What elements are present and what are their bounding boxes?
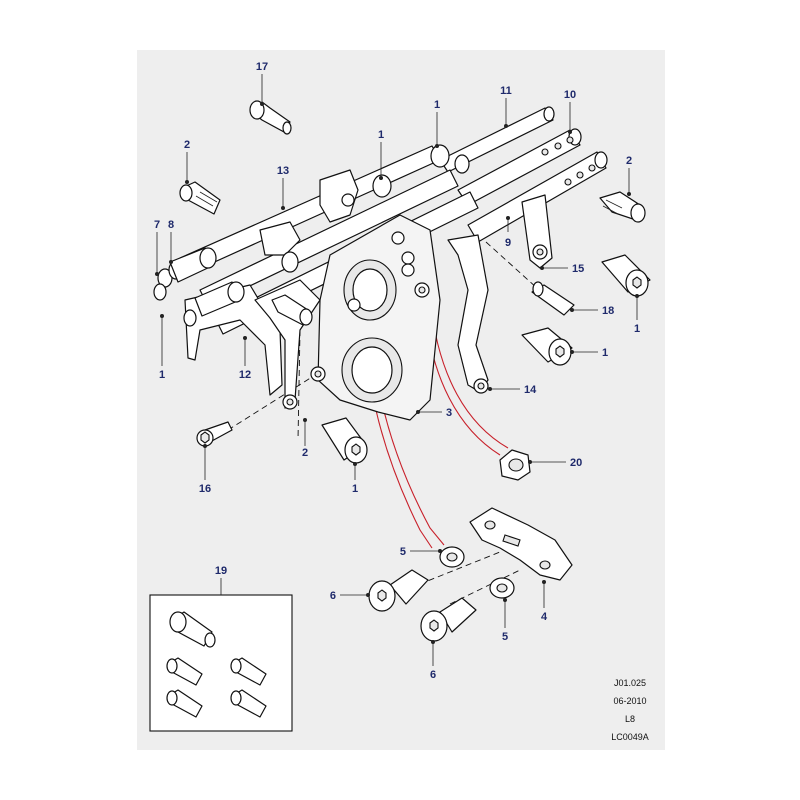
callout-10: 10 xyxy=(564,89,576,101)
bushings xyxy=(310,193,361,382)
callout-1-top: 1 xyxy=(434,99,440,111)
callout-6-left: 6 xyxy=(330,590,336,602)
callout-18: 18 xyxy=(602,305,614,317)
stud-2-left xyxy=(179,181,221,215)
reference-sheet: L8 xyxy=(625,714,635,724)
callout-7: 7 xyxy=(154,219,160,231)
washer-5-upper xyxy=(439,546,465,568)
callout-labels: 17 1 11 10 1 2 13 2 7 8 9 15 18 1 1 1 12… xyxy=(154,61,640,681)
callout-13: 13 xyxy=(277,165,289,177)
reference-date: 06-2010 xyxy=(613,696,646,706)
callout-2-right: 2 xyxy=(626,155,632,167)
kit-pin-large xyxy=(169,611,216,648)
kit-stud-3 xyxy=(166,689,203,718)
callout-1-left: 1 xyxy=(159,369,165,381)
callout-1-upper: 1 xyxy=(378,129,384,141)
callout-3: 3 xyxy=(446,407,452,419)
shaft-ends xyxy=(153,144,470,327)
callout-2-left: 2 xyxy=(184,139,190,151)
washer-5-lower xyxy=(489,577,515,599)
callout-17: 17 xyxy=(256,61,268,73)
reference-drawing: LC0049A xyxy=(611,732,649,742)
plate-4 xyxy=(469,507,573,581)
stud-2-right xyxy=(599,191,646,223)
kit-stud-2 xyxy=(230,657,267,686)
kit-stud-1 xyxy=(166,657,203,686)
reference-code: J01.025 xyxy=(614,678,646,688)
pin-18 xyxy=(531,281,575,316)
bolt-1-right-upper xyxy=(601,254,651,297)
reference-block: J01.025 06-2010 L8 LC0049A xyxy=(611,678,649,742)
kit-box-19 xyxy=(149,594,293,732)
callout-2-middle: 2 xyxy=(302,447,308,459)
kit-stud-4 xyxy=(230,689,267,718)
leader-lines xyxy=(155,74,639,666)
callout-15: 15 xyxy=(572,263,584,275)
screw-16 xyxy=(196,421,233,447)
callout-16: 16 xyxy=(199,483,211,495)
callout-9: 9 xyxy=(505,237,511,249)
bolt-1-right-lower xyxy=(521,327,573,366)
callout-5-upper: 5 xyxy=(400,546,406,558)
bolt-6-right xyxy=(420,597,477,642)
callout-11: 11 xyxy=(500,85,512,97)
callout-1-right-lower: 1 xyxy=(602,347,608,359)
callout-4: 4 xyxy=(541,611,548,623)
stud-2-middle xyxy=(271,294,313,326)
callout-20: 20 xyxy=(570,457,582,469)
callout-6-bottom: 6 xyxy=(430,669,436,681)
main-housing xyxy=(317,214,441,421)
bolt-6-left xyxy=(368,569,429,612)
callout-8: 8 xyxy=(168,219,174,231)
callout-12: 12 xyxy=(239,369,251,381)
nut-20 xyxy=(499,449,531,481)
selector-lever-right xyxy=(447,194,553,394)
callout-5-lower: 5 xyxy=(502,631,508,643)
bolt-1-bottom xyxy=(321,417,368,464)
callout-1-bottom: 1 xyxy=(352,483,358,495)
callout-14: 14 xyxy=(524,384,537,396)
callout-19: 19 xyxy=(215,565,227,577)
pin-17 xyxy=(249,100,292,135)
callout-1-right-upper: 1 xyxy=(634,323,640,335)
